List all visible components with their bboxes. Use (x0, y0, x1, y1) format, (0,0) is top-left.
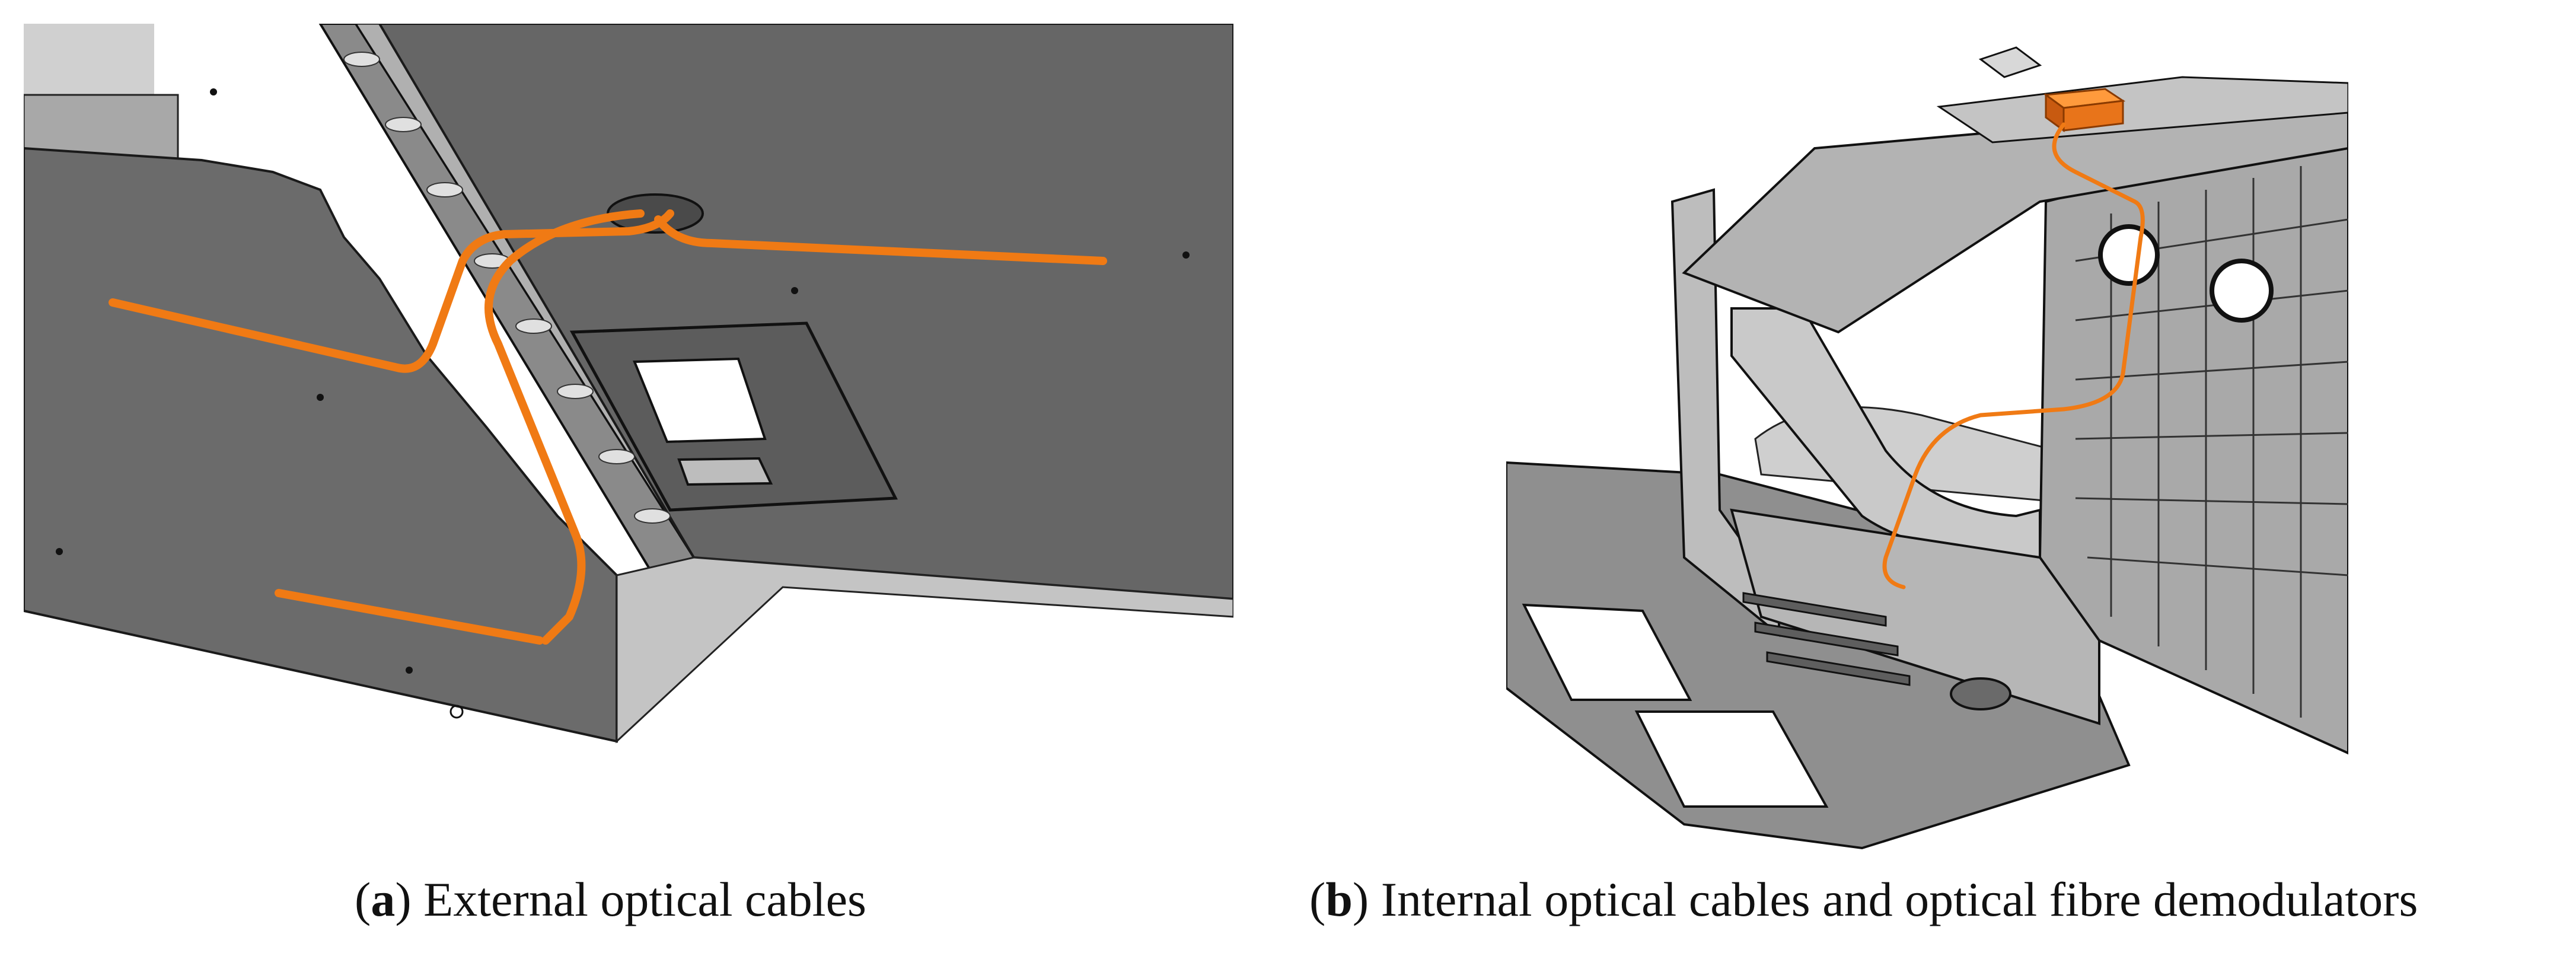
lightening-hole-right (2210, 259, 2274, 323)
access-opening (633, 357, 767, 444)
cable-right (654, 215, 1107, 265)
caption-a: (a) External optical cables (355, 872, 866, 926)
right-skin-panel (378, 24, 1233, 601)
caption-a-label: a (371, 872, 396, 926)
cable-lower (275, 589, 544, 645)
panel-b-illustration (1506, 46, 2348, 850)
caption-b-label: b (1325, 872, 1353, 926)
floor-ribs (1742, 592, 1911, 686)
access-slot (677, 457, 773, 486)
external-optical-cables (109, 209, 1107, 645)
cable-down (484, 209, 645, 645)
stringer-clips (343, 52, 671, 524)
internal-optical-cable (1882, 122, 2145, 589)
bottom-opening-left (1522, 603, 1692, 701)
bottom-opening-right (1634, 710, 1829, 808)
handle-bracket (1978, 46, 2042, 78)
panel-b-internal-cables (1506, 24, 2348, 866)
cable-left (109, 209, 674, 373)
rivets-a (56, 88, 1190, 719)
roof-panel (1936, 76, 2348, 144)
upper-deck-plate (1682, 99, 2348, 334)
caption-b-text: Internal optical cables and optical fibr… (1381, 872, 2418, 926)
lightening-hole-left (2098, 224, 2160, 286)
panel-a-external-cables (24, 24, 1233, 866)
optical-fibre-demodulator (2043, 88, 2126, 132)
caption-a-text: External optical cables (423, 872, 866, 926)
panel-a-illustration (24, 24, 1233, 744)
caption-b: (b) Internal optical cables and optical … (1309, 872, 2418, 926)
floor-grommet (1950, 677, 2011, 710)
lower-edge-surface (616, 556, 1233, 744)
